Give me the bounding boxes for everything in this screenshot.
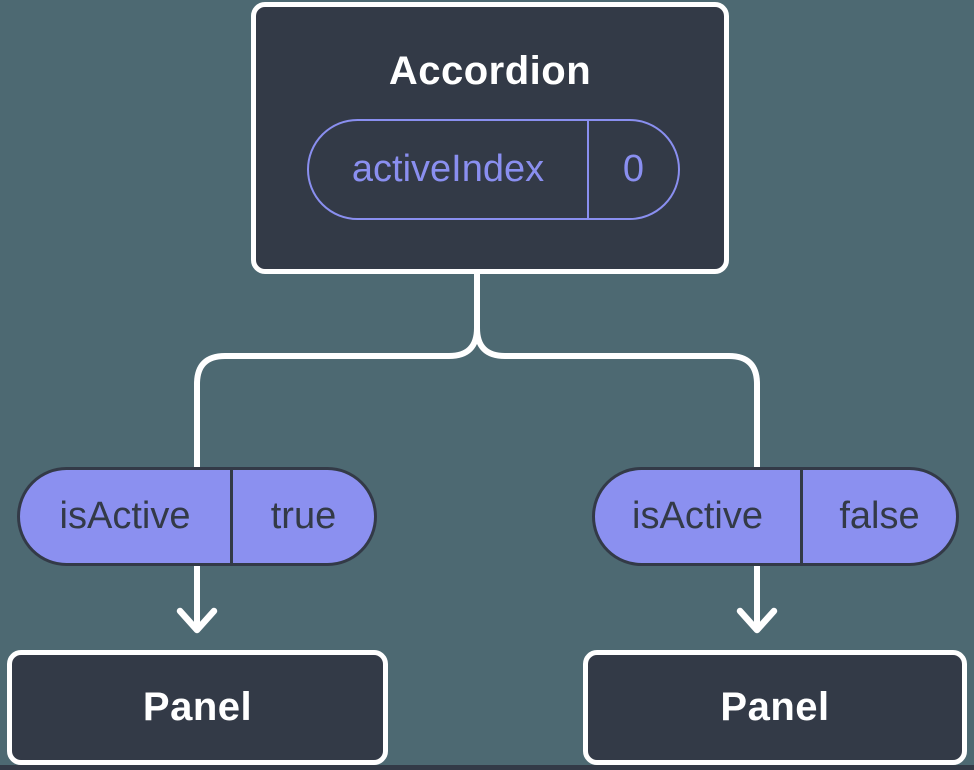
down-arrow-icon: [176, 607, 218, 634]
prop-pill-left: isActive true: [17, 467, 377, 566]
panel-node-title: Panel: [720, 685, 830, 729]
panel-node-left: Panel: [7, 650, 388, 765]
panel-node-title: Panel: [142, 685, 253, 729]
prop-name-label: isActive: [632, 495, 763, 537]
state-pill: activeIndex 0: [307, 119, 680, 220]
bottom-dark-strip: [0, 765, 974, 770]
accordion-node-title: Accordion: [388, 49, 592, 93]
prop-value-label: true: [230, 470, 374, 563]
panel-node-right: Panel: [583, 650, 967, 765]
state-value-label: 0: [587, 121, 678, 218]
prop-pill-right: isActive false: [592, 467, 959, 566]
down-arrow-icon: [736, 607, 778, 634]
state-name-label: activeIndex: [351, 148, 545, 190]
prop-value-label: false: [800, 470, 956, 563]
prop-name-label: isActive: [59, 495, 191, 537]
connector-left-branch: [194, 270, 480, 468]
connector-right-branch: [474, 327, 760, 468]
